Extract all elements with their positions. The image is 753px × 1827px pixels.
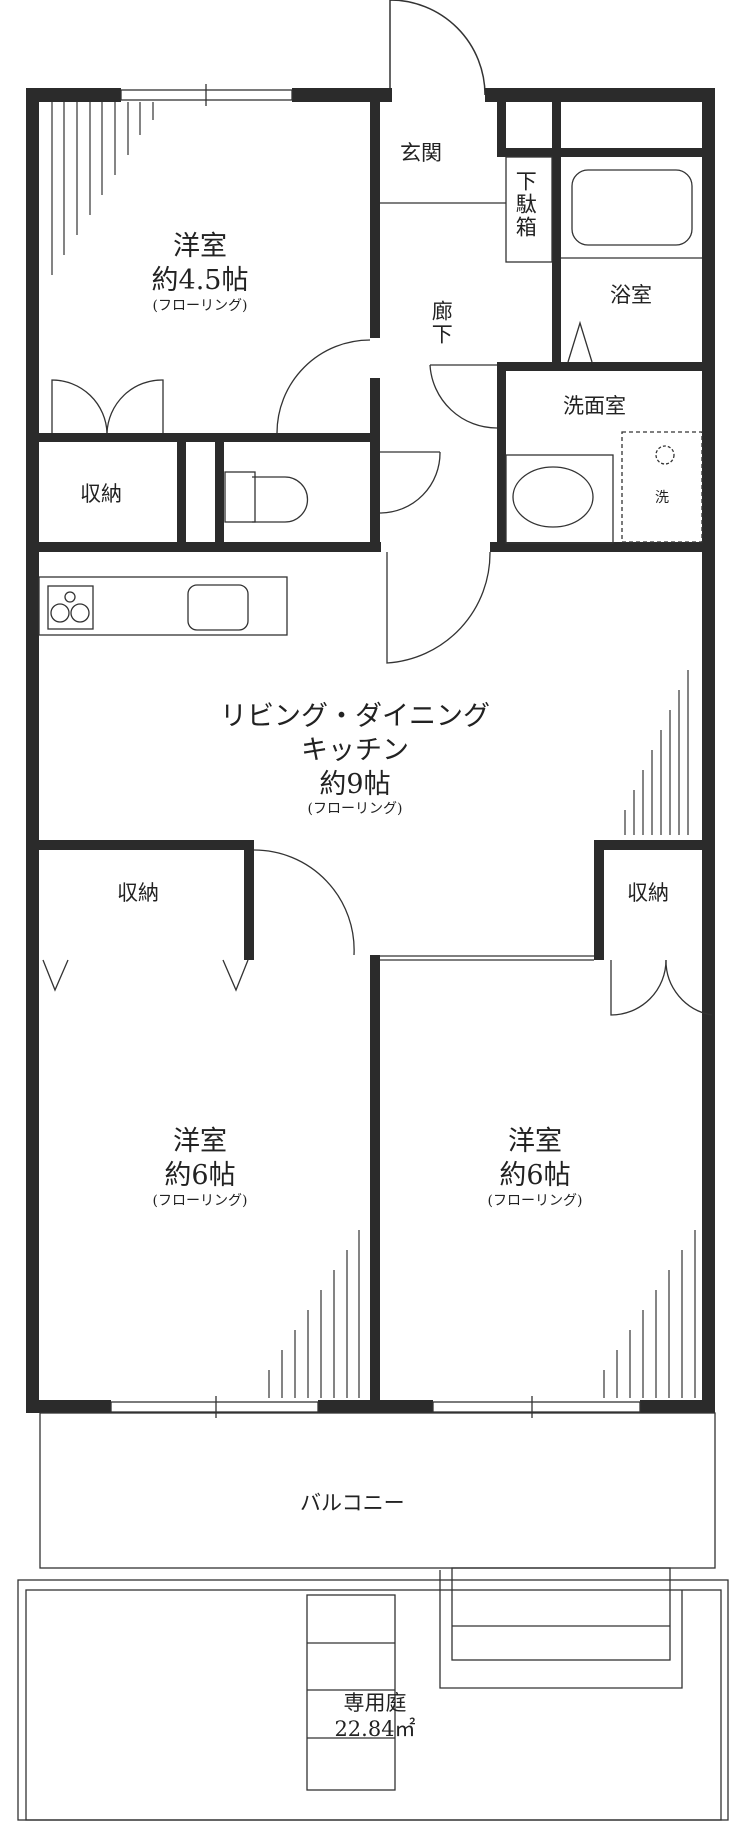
room-floor: (フローリング) <box>152 297 248 314</box>
room-western-2: 洋室 約6帖 (フローリング) <box>110 1125 290 1210</box>
entrance-label: 玄関 <box>400 141 442 165</box>
hallway-label: 廊下 <box>429 300 454 346</box>
ldk-floor: (フローリング) <box>307 801 403 818</box>
washroom-label: 洗面室 <box>563 394 626 418</box>
private-garden: 専用庭 22.84㎡ <box>300 1690 450 1743</box>
ldk-name-2: キッチン <box>301 734 409 766</box>
ldk-size: 約9帖 <box>319 768 391 800</box>
room-ldk: リビング・ダイニング キッチン 約9帖 (フローリング) <box>200 700 510 819</box>
storage-2-label: 収納 <box>117 881 159 905</box>
balcony-label: バルコニー <box>300 1491 405 1515</box>
garden-area: 22.84㎡ <box>334 1717 416 1742</box>
room-size: 約6帖 <box>499 1159 571 1191</box>
bathroom-label: 浴室 <box>610 283 652 307</box>
storage-1-label: 収納 <box>80 482 122 506</box>
room-size: 約6帖 <box>164 1159 236 1191</box>
room-floor: (フローリング) <box>152 1192 248 1209</box>
room-name: 洋室 <box>173 1126 227 1157</box>
ldk-name-1: リビング・ダイニング <box>220 701 490 732</box>
room-floor: (フローリング) <box>487 1192 583 1209</box>
room-western-1: 洋室 約4.5帖 (フローリング) <box>110 230 290 315</box>
storage-3-label: 収納 <box>627 881 669 905</box>
room-name: 洋室 <box>173 231 227 262</box>
walls <box>26 88 715 1413</box>
shoe-cabinet-label: 下駄箱 <box>513 170 538 239</box>
room-name: 洋室 <box>508 1126 562 1157</box>
room-size: 約4.5帖 <box>151 264 249 296</box>
garden-name: 専用庭 <box>343 1691 407 1715</box>
entry-door <box>389 0 486 96</box>
room-western-3: 洋室 約6帖 (フローリング) <box>445 1125 625 1210</box>
washer-label: 洗 <box>655 490 669 506</box>
